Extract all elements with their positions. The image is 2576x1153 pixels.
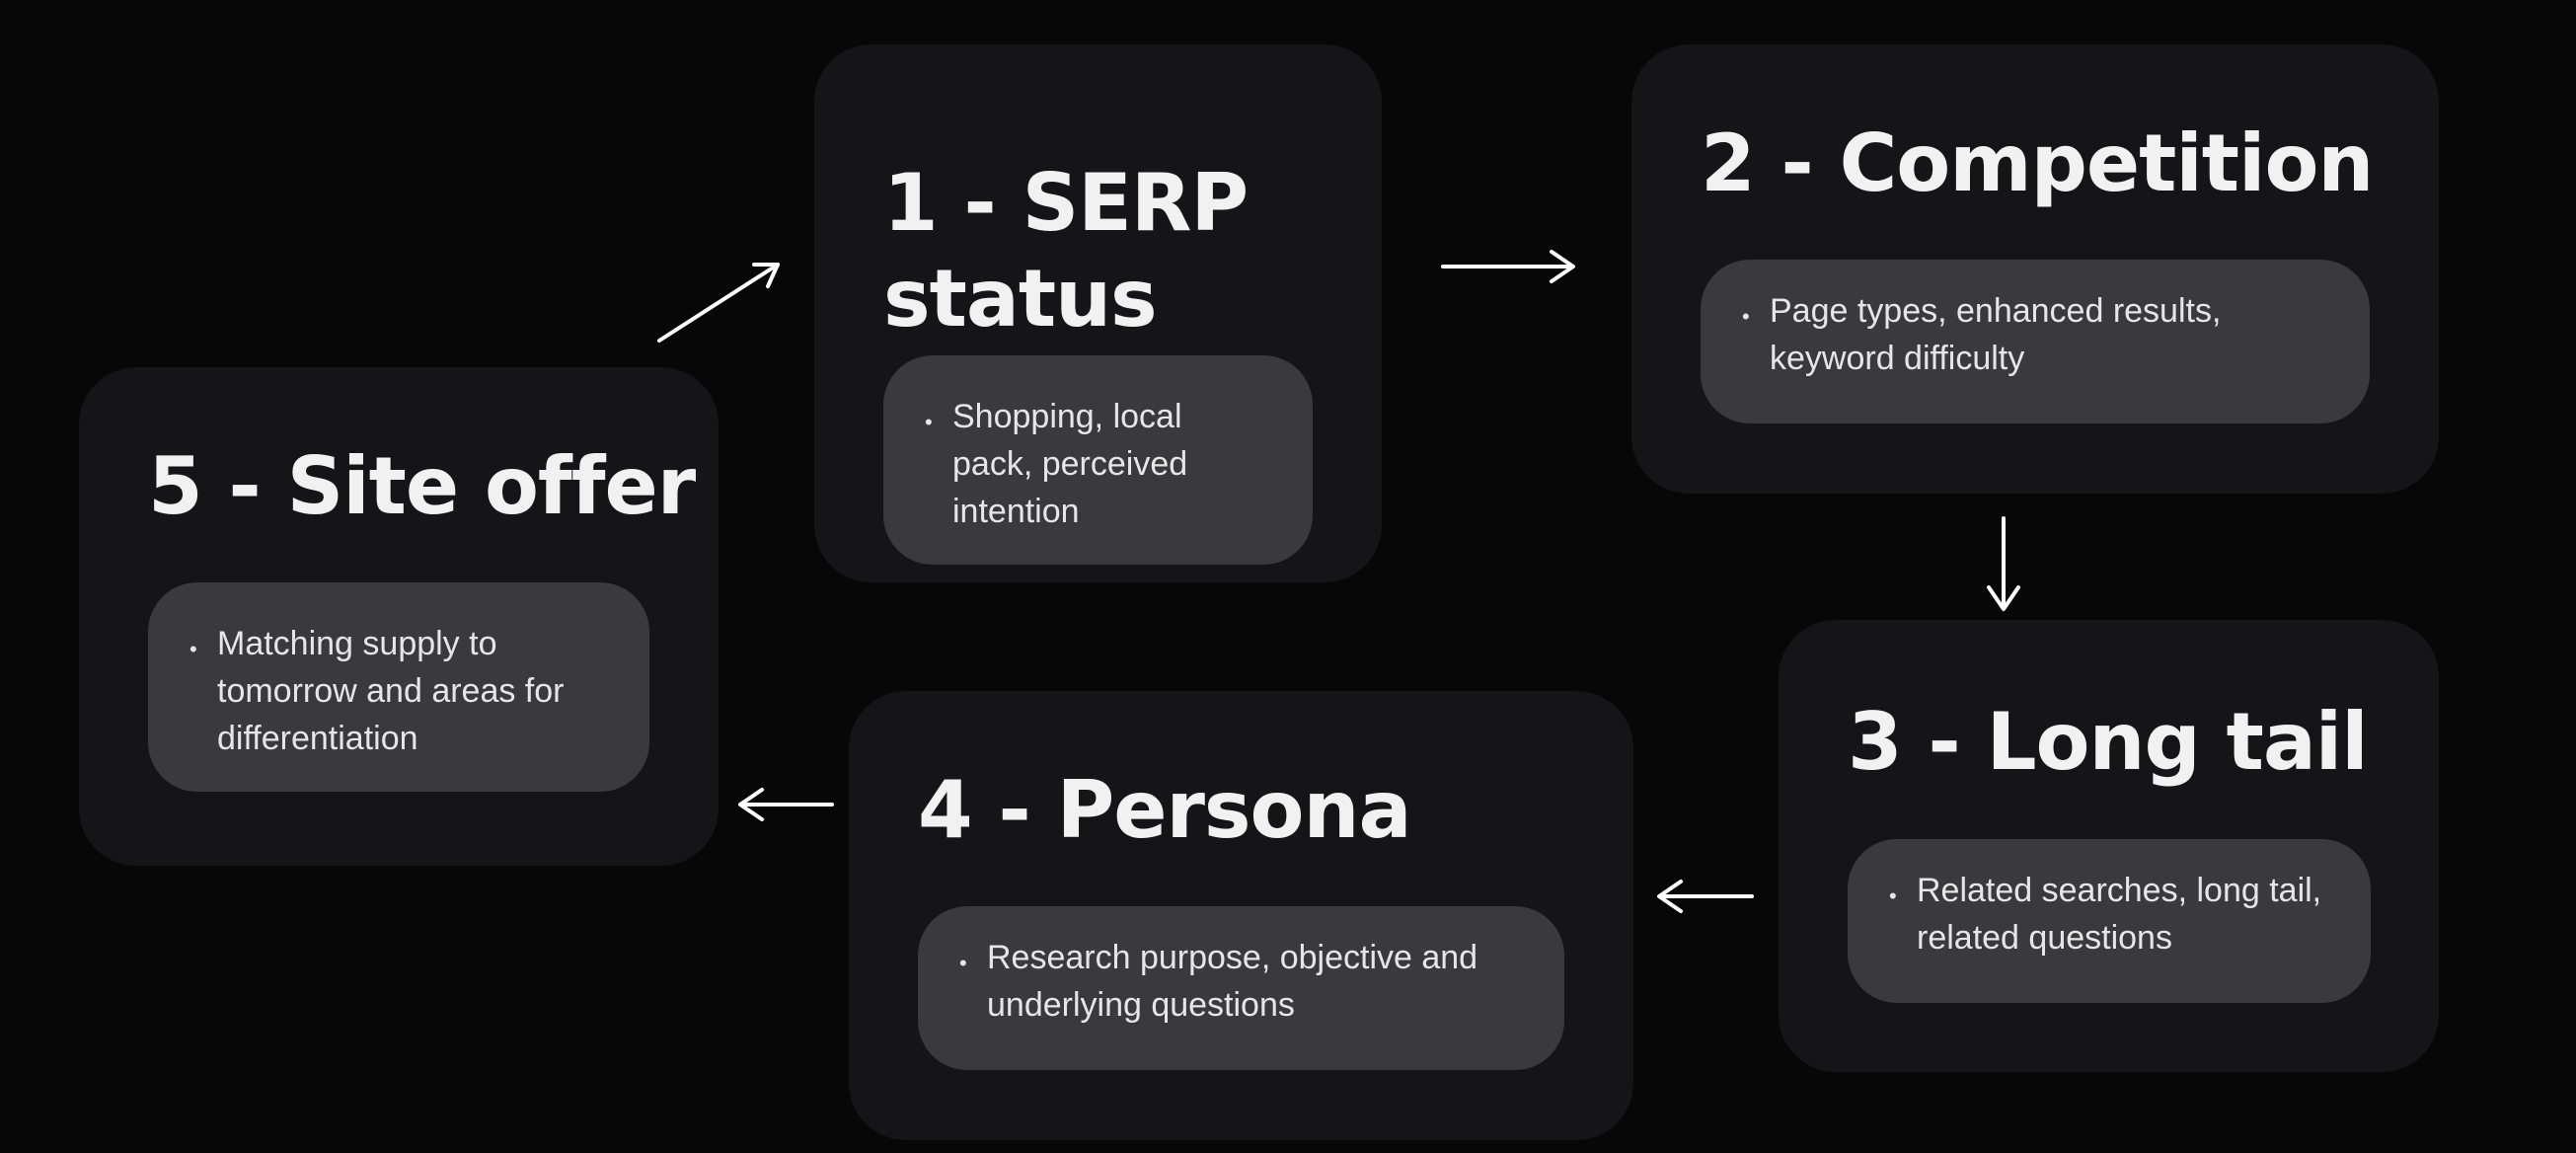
arrow-left-icon (1657, 880, 1754, 913)
step-details-box: • Related searches, long tail, related q… (1848, 839, 2371, 1003)
step-card-persona: 4 - Persona • Research purpose, objectiv… (849, 691, 1633, 1140)
bullet-icon: • (1889, 884, 1897, 908)
step-card-long-tail: 3 - Long tail • Related searches, long t… (1779, 620, 2439, 1072)
step-detail-text: Matching supply to tomorrow and areas fo… (217, 625, 565, 757)
step-title: 3 - Long tail (1848, 696, 2369, 788)
bullet-icon: • (1742, 304, 1750, 329)
step-details-box: • Page types, enhanced results, keyword … (1701, 260, 2370, 423)
step-title: 2 - Competition (1701, 117, 2374, 209)
step-detail-text: Shopping, local pack, perceived intentio… (952, 398, 1188, 530)
step-details-box: • Matching supply to tomorrow and areas … (148, 582, 649, 792)
step-card-serp-status: 1 - SERP status • Shopping, local pack, … (814, 44, 1382, 582)
arrow-down-icon (1987, 516, 2020, 611)
step-card-competition: 2 - Competition • Page types, enhanced r… (1631, 44, 2439, 494)
step-detail-text: Related searches, long tail, related que… (1917, 872, 2322, 957)
arrow-left-icon (738, 788, 834, 821)
step-detail-text: Page types, enhanced results, keyword di… (1770, 292, 2222, 377)
arrow-up-right-icon (657, 263, 780, 343)
step-card-site-offer: 5 - Site offer • Matching supply to tomo… (79, 367, 719, 866)
step-title: 5 - Site offer (148, 440, 696, 532)
bullet-icon: • (959, 951, 967, 975)
bullet-icon: • (189, 637, 197, 661)
step-title: 1 - SERP status (883, 157, 1249, 345)
arrow-right-icon (1441, 250, 1575, 283)
step-detail-text: Research purpose, objective and underlyi… (987, 939, 1478, 1024)
step-title: 4 - Persona (918, 764, 1411, 856)
step-details-box: • Shopping, local pack, perceived intent… (883, 355, 1313, 565)
bullet-icon: • (925, 410, 933, 434)
step-details-box: • Research purpose, objective and underl… (918, 906, 1564, 1070)
